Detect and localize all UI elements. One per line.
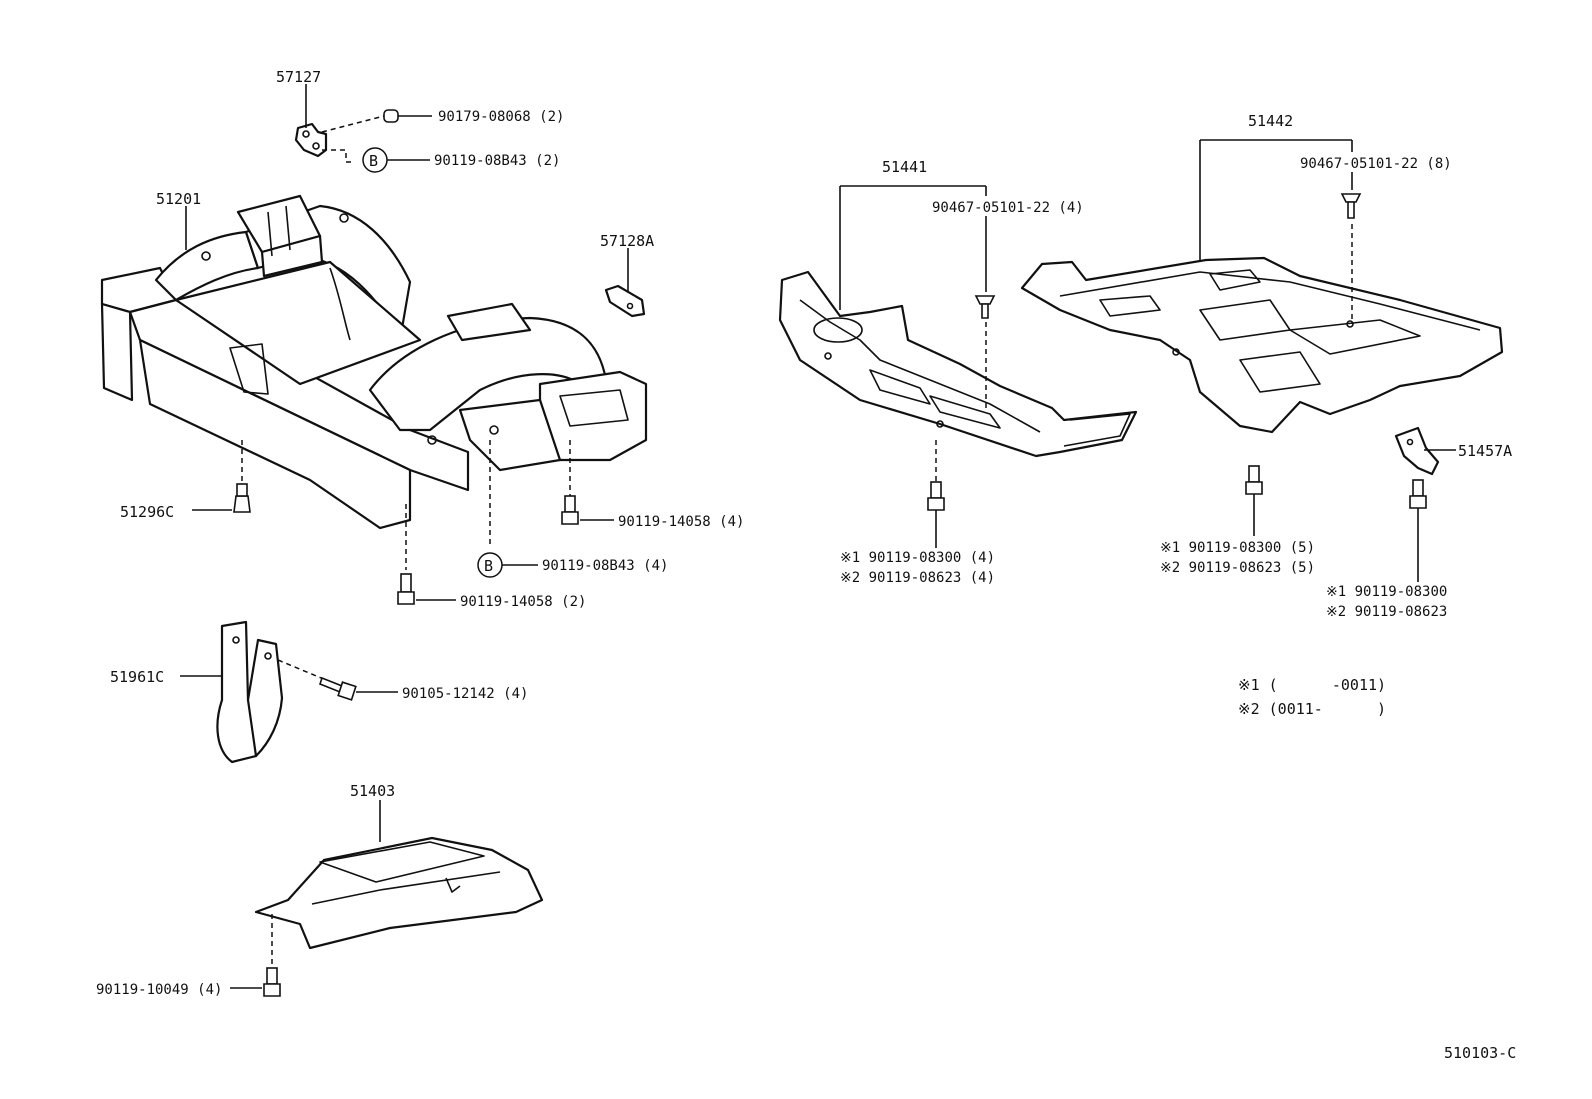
clip-57128A [604, 284, 646, 318]
label-90119-14058-2: 90119-14058 (2) [460, 594, 586, 610]
bracket-51961C [216, 620, 284, 764]
bracket-51457A [1394, 426, 1440, 476]
clip-90467-05101-22-b [1340, 193, 1362, 219]
skid-plate-51441 [778, 270, 1138, 458]
label-90119-14058-4: 90119-14058 (4) [618, 514, 744, 530]
label-90467-05101-22-4: 90467-05101-22 (4) [932, 200, 1084, 216]
label-90105-12142: 90105-12142 (4) [402, 686, 528, 702]
label-57127: 57127 [276, 68, 321, 86]
label-note1-90119-08300-5: ※1 90119-08300 (5) [1160, 540, 1315, 556]
label-note2-90119-08623: ※2 90119-08623 [1326, 604, 1447, 620]
bracket-57127 [294, 122, 328, 158]
label-51457A: 51457A [1458, 442, 1512, 460]
bolt-lower-51441 [927, 481, 945, 548]
label-note1-90119-08300: ※1 90119-08300 [1326, 584, 1447, 600]
bolt-51296C [192, 483, 251, 513]
label-51441: 51441 [882, 158, 927, 176]
label-90119-08B43-2: 90119-08B43 (2) [434, 153, 560, 169]
bolt-90119-14058-right [561, 495, 614, 525]
label-90179-08068: 90179-08068 (2) [438, 109, 564, 125]
bolt-90105-12142 [319, 676, 398, 701]
label-51201: 51201 [156, 190, 201, 208]
bolt-90179-08068 [383, 109, 432, 123]
figure-code: 510103-C [1444, 1044, 1516, 1062]
label-90119-08B43-4: 90119-08B43 (4) [542, 558, 668, 574]
subframe-51201 [100, 194, 648, 530]
clip-90467-05101-22-a [974, 295, 996, 319]
svg-text:B: B [484, 557, 493, 575]
bolt-90119-14058-lower [397, 573, 456, 605]
label-51403: 51403 [350, 782, 395, 800]
label-note1-90119-08300-4: ※1 90119-08300 (4) [840, 550, 995, 566]
label-note2-90119-08623-4: ※2 90119-08623 (4) [840, 570, 995, 586]
skid-plate-51442 [1020, 256, 1504, 434]
label-51296C: 51296C [120, 503, 174, 521]
label-note2-90119-08623-5: ※2 90119-08623 (5) [1160, 560, 1315, 576]
plate-51403 [254, 836, 544, 950]
circle-b-marker-upper: B [362, 147, 430, 173]
label-90119-10049: 90119-10049 (4) [96, 982, 222, 998]
label-90467-05101-22-8: 90467-05101-22 (8) [1300, 156, 1452, 172]
label-51961C: 51961C [110, 668, 164, 686]
svg-text:B: B [369, 152, 378, 170]
label-57128A: 57128A [600, 232, 654, 250]
bolt-51457A [1409, 479, 1427, 582]
bolt-lower-51442 [1245, 465, 1263, 536]
legend-note1: ※1 ( -0011) [1238, 676, 1386, 694]
bolt-90119-10049 [230, 967, 281, 997]
legend-note2: ※2 (0011- ) [1238, 700, 1386, 718]
label-51442: 51442 [1248, 112, 1293, 130]
circle-b-marker-lower: B [477, 552, 538, 578]
